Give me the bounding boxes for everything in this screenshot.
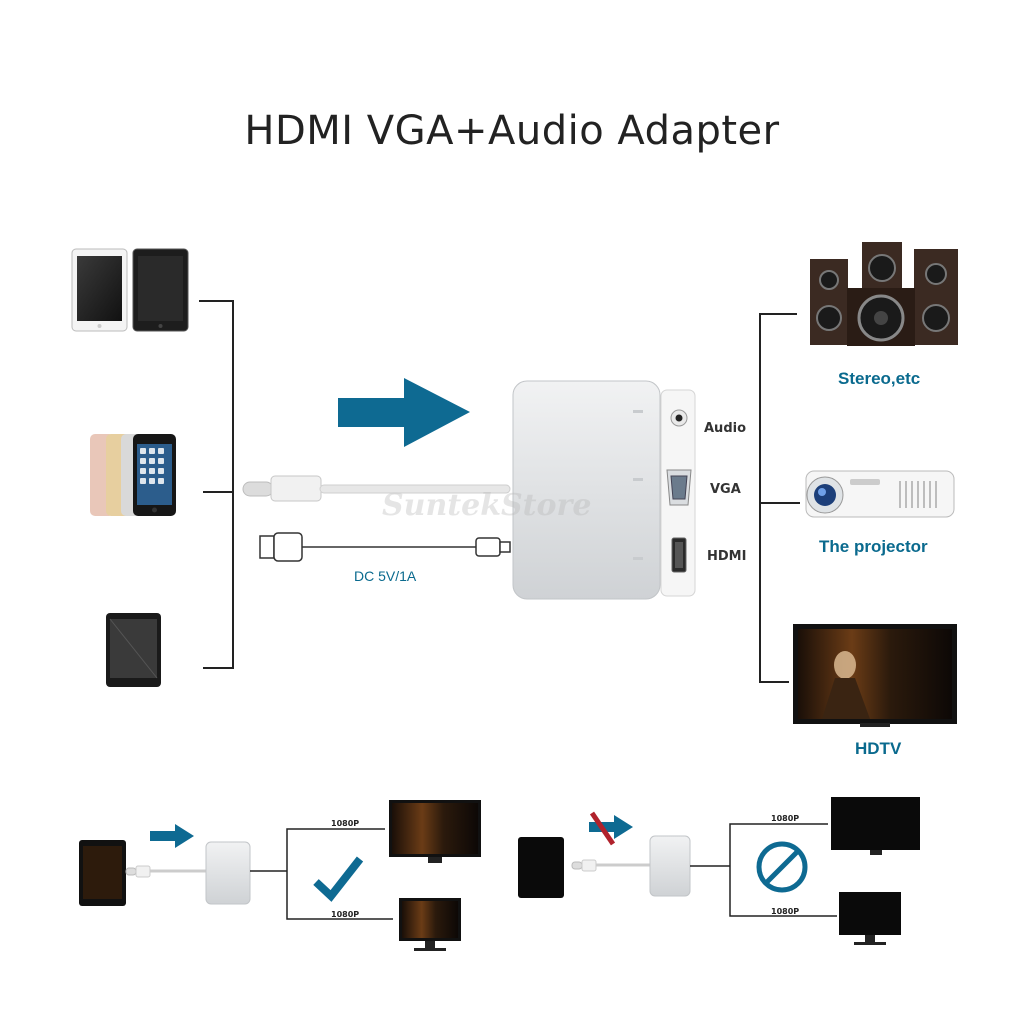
bottom-right-arrow-icon [589, 811, 633, 846]
watermark-text: SuntekStore [382, 488, 592, 523]
resolution-label-br-top: 1080P [771, 814, 800, 823]
lightning-cable [242, 475, 511, 502]
ipad-white-icon [71, 248, 128, 332]
resolution-label-bl-top: 1080P [331, 819, 360, 828]
resolution-label-bl-bottom: 1080P [331, 910, 360, 919]
projector-icon [805, 470, 955, 518]
port-label-hdmi: HDMI [707, 549, 747, 564]
bottom-right-branch-lines [690, 823, 837, 917]
bottom-left-tablet-icon [79, 840, 126, 906]
bottom-left-cable [125, 865, 207, 878]
bottom-right-monitor-icon [839, 892, 901, 945]
resolution-label-br-bottom: 1080P [771, 907, 800, 916]
bottom-left-adapter [205, 841, 251, 905]
bottom-left-monitor-icon [399, 898, 461, 951]
ipad-mini-icon [106, 613, 161, 687]
blue-arrow-icon [338, 378, 470, 447]
output-label-hdtv: HDTV [855, 739, 902, 758]
left-connector-lines [199, 300, 234, 669]
output-label-stereo: Stereo,etc [838, 369, 921, 388]
right-connector-lines [759, 313, 800, 683]
bottom-right-adapter [649, 835, 691, 897]
cable-label: DC 5V/1A [354, 568, 417, 584]
bottom-left-tv-top-icon [389, 800, 481, 863]
usb-power-cable [259, 532, 511, 562]
adapter-body [512, 380, 696, 600]
bottom-right-cable [571, 859, 650, 872]
port-label-audio: Audio [704, 421, 747, 436]
hdtv-icon [793, 624, 957, 727]
ipad-black-icon [132, 248, 189, 332]
bottom-right-tablet-icon [518, 837, 564, 898]
bottom-left-checkmark-icon [313, 856, 364, 902]
bottom-left-branch-lines [250, 828, 393, 920]
speakers-icon [810, 242, 958, 346]
output-label-projector: The projector [819, 537, 928, 556]
bottom-right-tv-top-icon [831, 797, 920, 855]
port-label-vga: VGA [710, 482, 741, 497]
iphones-icon [90, 434, 176, 516]
diagram-title: HDMI VGA+Audio Adapter [244, 108, 780, 154]
bottom-left-arrow-icon [150, 824, 194, 848]
bottom-right-forbidden-icon [756, 841, 808, 893]
